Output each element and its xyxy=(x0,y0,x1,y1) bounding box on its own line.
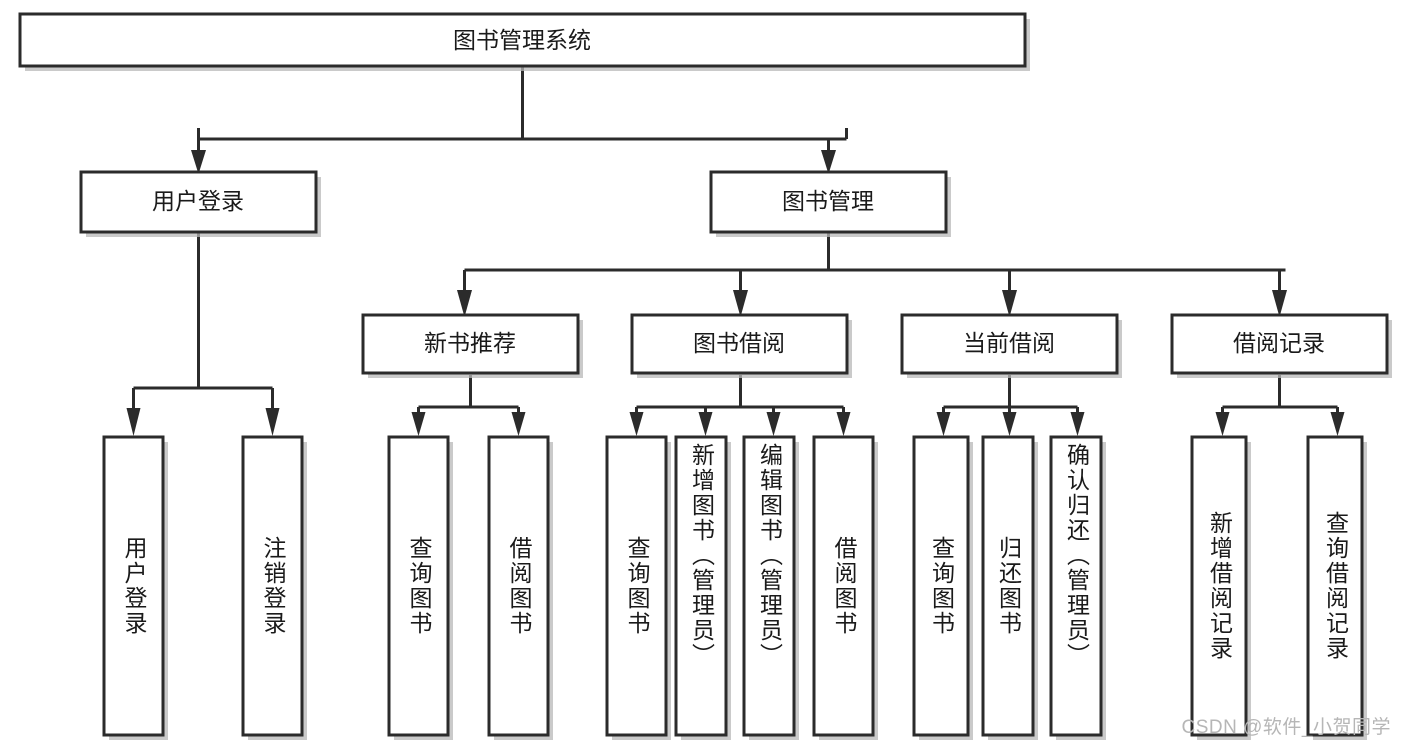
node-leaf-return-book[interactable] xyxy=(981,435,1038,740)
arrow-head-leaf-query-book-3 xyxy=(936,412,951,436)
leaf-box-layer xyxy=(102,435,1367,740)
node-leaf-add-book-box xyxy=(674,435,728,737)
node-leaf-add-record[interactable] xyxy=(1190,435,1251,740)
node-new-book-rec[interactable]: 新书推荐 xyxy=(361,313,583,378)
node-leaf-query-book-3-box xyxy=(912,435,970,737)
node-new-book-rec-box xyxy=(361,313,580,375)
arrow-head-leaf-user-login xyxy=(126,408,141,436)
node-book-manage-label: 图书管理 xyxy=(782,188,874,214)
node-leaf-confirm-return-box xyxy=(1049,435,1103,737)
node-borrow-record[interactable]: 借阅记录 xyxy=(1170,313,1392,378)
node-book-borrow-box xyxy=(630,313,849,375)
node-new-book-rec-label: 新书推荐 xyxy=(424,330,516,356)
node-book-borrow-label: 图书借阅 xyxy=(693,330,785,356)
node-user-login[interactable]: 用户登录 xyxy=(79,170,321,237)
node-current-borrow[interactable]: 当前借阅 xyxy=(900,313,1122,378)
arrow-head-leaf-add-record xyxy=(1215,412,1230,436)
node-leaf-logout[interactable] xyxy=(241,435,307,740)
node-root-box xyxy=(18,12,1027,68)
node-leaf-borrow-book-1[interactable] xyxy=(487,435,553,740)
node-borrow-record-label: 借阅记录 xyxy=(1233,330,1325,356)
node-borrow-record-box xyxy=(1170,313,1389,375)
arrow-head-leaf-query-book-2 xyxy=(629,412,644,436)
arrow-head-leaf-confirm-return xyxy=(1070,412,1085,436)
node-leaf-query-book-1[interactable] xyxy=(387,435,453,740)
node-leaf-user-login[interactable] xyxy=(102,435,168,740)
node-leaf-confirm-return[interactable] xyxy=(1049,435,1106,740)
arrow-head-current-borrow xyxy=(1002,290,1017,317)
node-user-login-box xyxy=(79,170,318,234)
node-leaf-query-book-1-box xyxy=(387,435,450,737)
node-book-manage[interactable]: 图书管理 xyxy=(709,170,951,237)
node-leaf-return-book-box xyxy=(981,435,1035,737)
node-user-login-label: 用户登录 xyxy=(152,188,244,214)
arrow-head-leaf-borrow-book-2 xyxy=(836,412,851,436)
node-leaf-query-book-2[interactable] xyxy=(605,435,671,740)
arrow-head-leaf-query-book-1 xyxy=(411,412,426,436)
connector-layer xyxy=(126,66,1345,436)
node-leaf-query-record[interactable] xyxy=(1306,435,1367,740)
node-current-borrow-box xyxy=(900,313,1119,375)
arrow-head-leaf-query-record xyxy=(1330,412,1345,436)
arrow-head-leaf-add-book xyxy=(698,412,713,436)
arrow-head-leaf-borrow-book-1 xyxy=(511,412,526,436)
arrow-head-new-book-rec xyxy=(457,290,472,317)
node-leaf-add-record-box xyxy=(1190,435,1248,737)
node-leaf-logout-box xyxy=(241,435,304,737)
node-leaf-query-book-2-box xyxy=(605,435,668,737)
arrow-head-leaf-edit-book xyxy=(766,412,781,436)
csdn-watermark: CSDN @软件_小贺同学 xyxy=(1181,717,1391,738)
arrow-head-book-borrow xyxy=(733,290,748,317)
arrow-head-book-manage xyxy=(821,150,836,174)
node-leaf-query-record-box xyxy=(1306,435,1364,737)
arrow-head-borrow-record xyxy=(1272,290,1287,317)
arrow-head-leaf-logout xyxy=(265,408,280,436)
node-current-borrow-label: 当前借阅 xyxy=(963,330,1055,356)
node-root[interactable]: 图书管理系统 xyxy=(18,12,1030,71)
node-leaf-borrow-book-2[interactable] xyxy=(812,435,878,740)
node-leaf-add-book[interactable] xyxy=(674,435,731,740)
arrow-head-leaf-return-book xyxy=(1002,412,1017,436)
node-leaf-query-book-3[interactable] xyxy=(912,435,973,740)
arrow-head-user-login xyxy=(191,150,206,174)
node-leaf-edit-book[interactable] xyxy=(742,435,799,740)
node-leaf-borrow-book-2-box xyxy=(812,435,875,737)
node-leaf-borrow-book-1-box xyxy=(487,435,550,737)
node-root-label: 图书管理系统 xyxy=(453,27,591,53)
node-book-borrow[interactable]: 图书借阅 xyxy=(630,313,852,378)
node-leaf-edit-book-box xyxy=(742,435,796,737)
node-book-manage-box xyxy=(709,170,948,234)
node-leaf-user-login-box xyxy=(102,435,165,737)
